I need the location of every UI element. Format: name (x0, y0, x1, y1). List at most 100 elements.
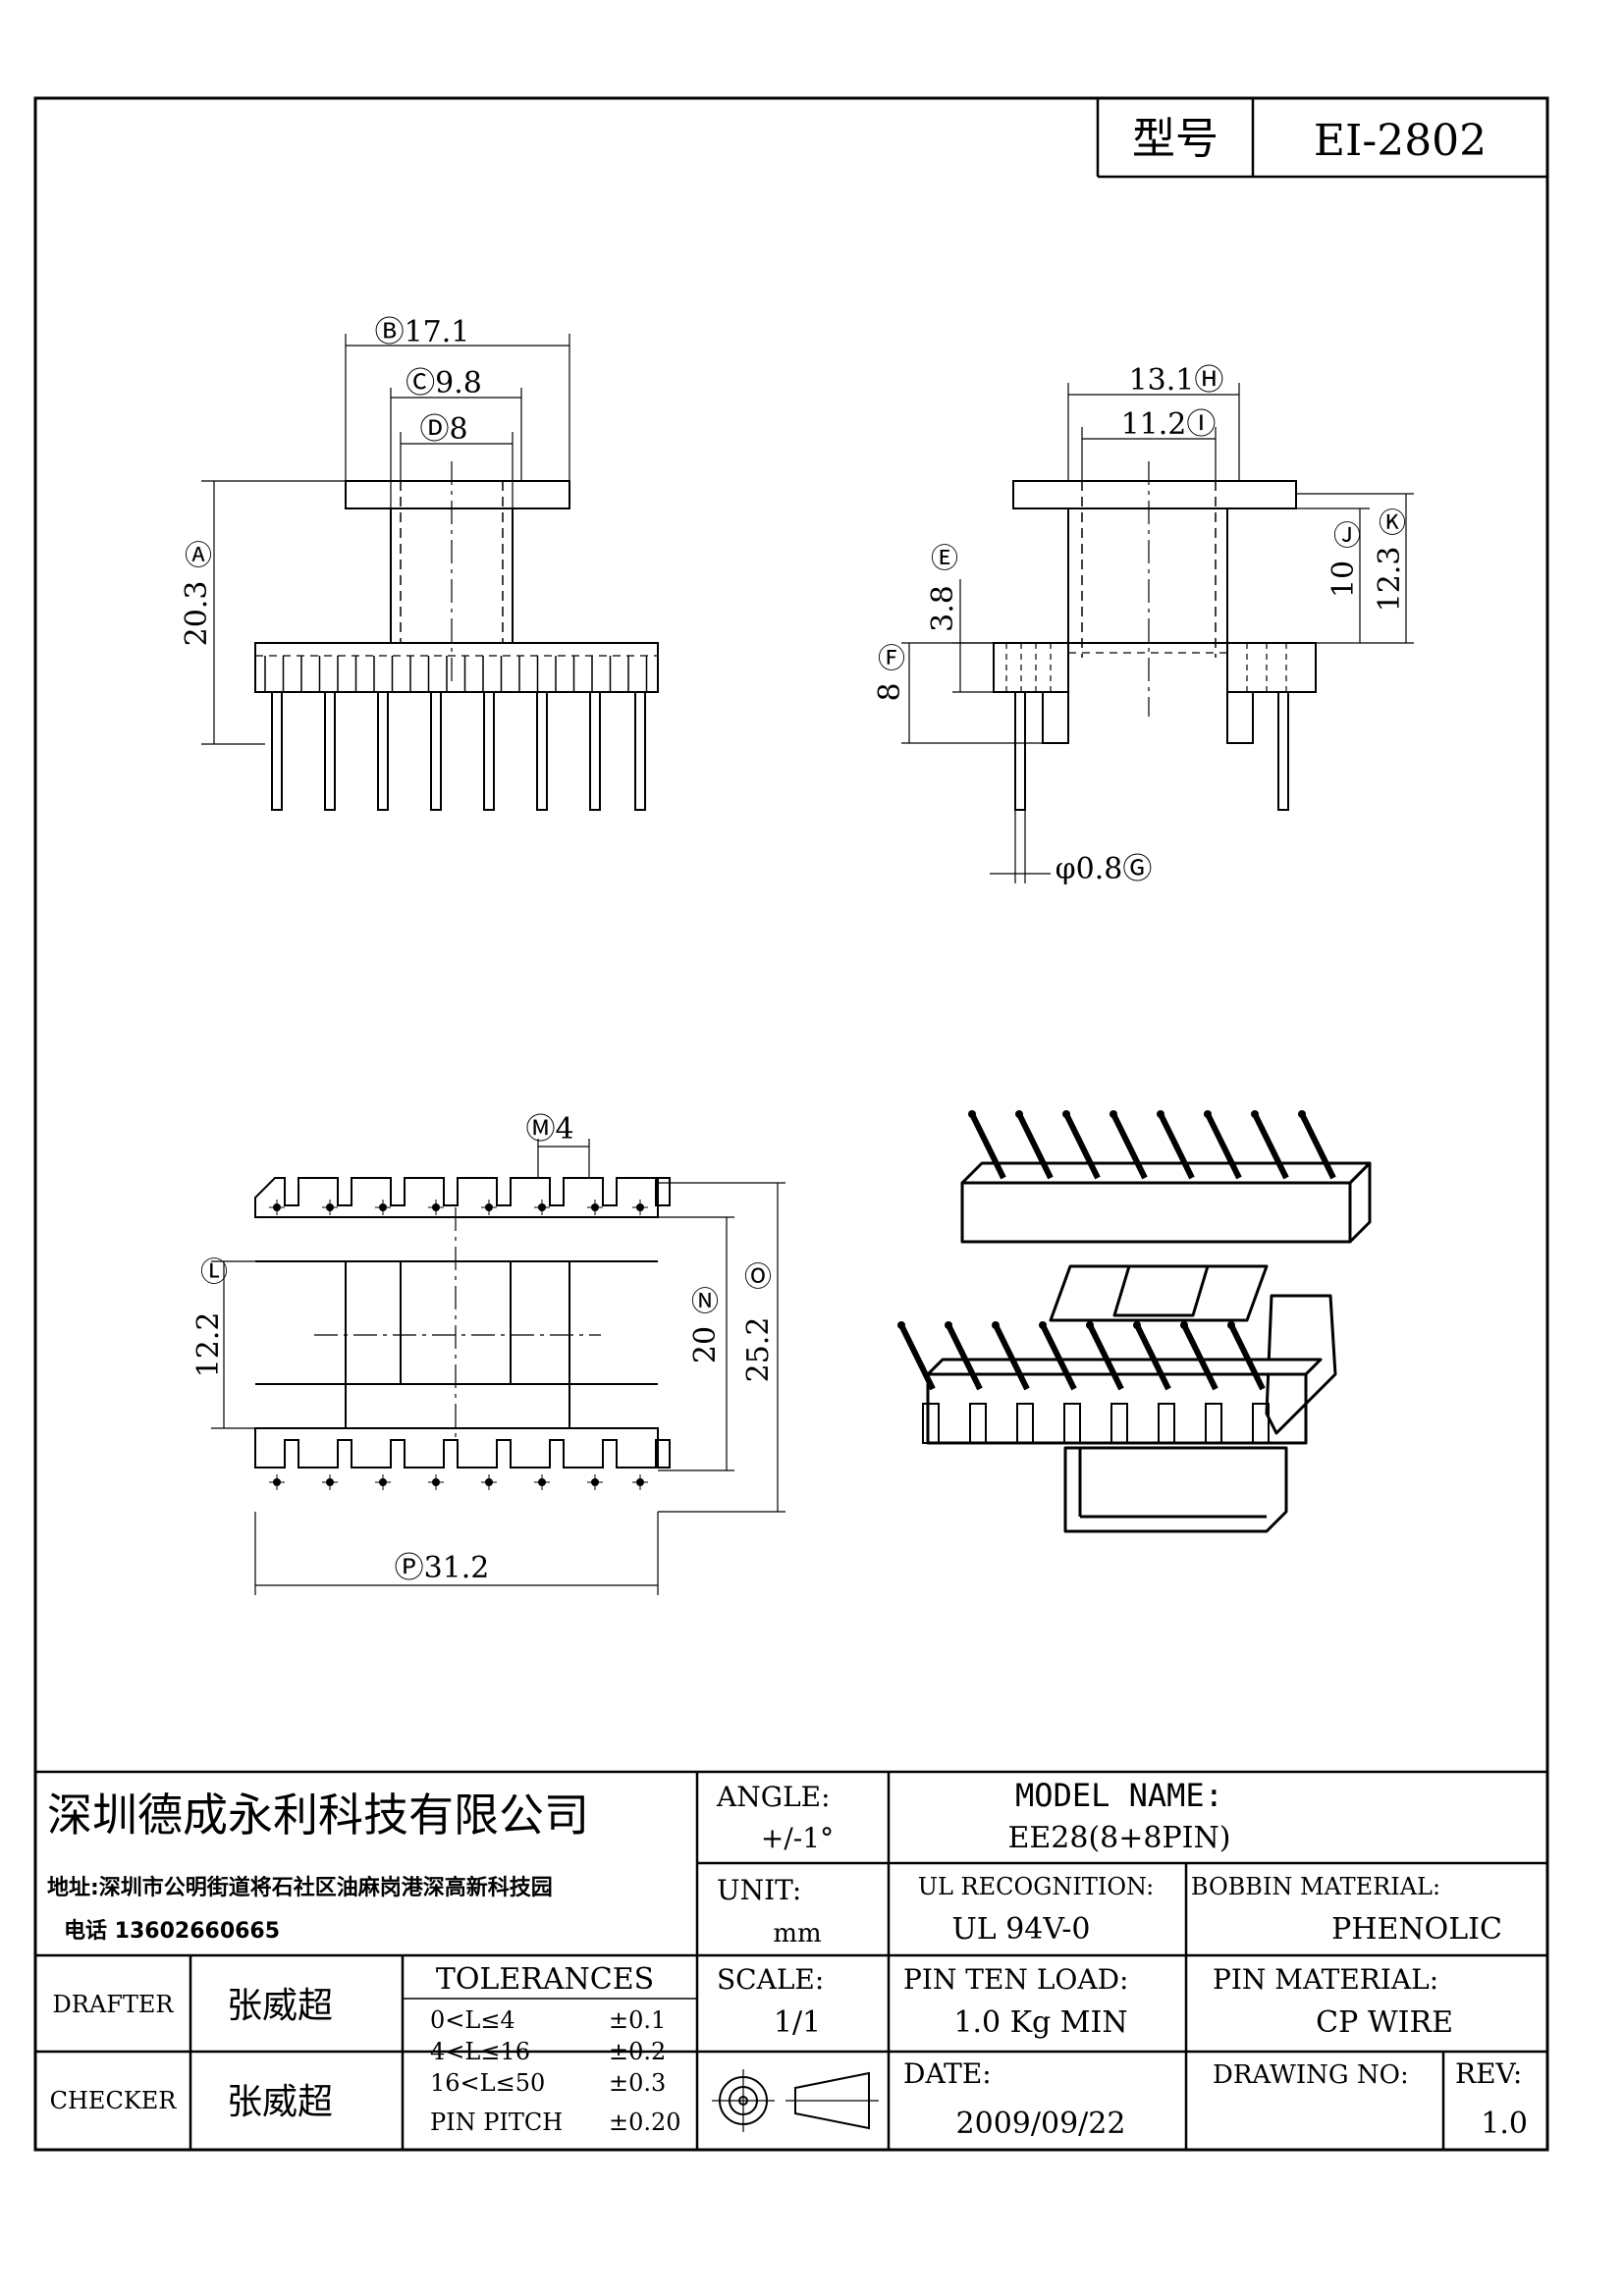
dim-m: Ⓜ4 (525, 1112, 573, 1147)
tolerance-value-1: ±0.1 (609, 2006, 666, 2034)
iso-pin-socket (922, 1403, 940, 1444)
checker-label: CHECKER (50, 2087, 178, 2114)
dim-h: 13.1Ⓗ (1129, 363, 1224, 398)
tolerance-range-4: PIN PITCH (430, 2109, 563, 2136)
iso-bottom-pin-tip (897, 1321, 905, 1329)
iso-top-pin-tip (1015, 1110, 1023, 1118)
iso-pin-socket (1252, 1403, 1270, 1444)
front-view-pins (271, 691, 646, 811)
iso-top-pin-tip (1062, 1110, 1070, 1118)
rev-value: 1.0 (1481, 2107, 1528, 2141)
iso-pin-socket (1110, 1403, 1128, 1444)
pin (271, 691, 283, 811)
dim-k-mark: Ⓚ (1379, 507, 1406, 539)
dim-g: φ0.8Ⓖ (1056, 852, 1153, 886)
dim-k: 12.3 (1373, 547, 1407, 613)
isometric-view (926, 1161, 1372, 1533)
iso-top-pin-tip (1110, 1110, 1117, 1118)
dim-l: 12.2 (191, 1312, 226, 1378)
pin (536, 691, 548, 811)
company-address: 地址:深圳市公明街道将石社区油麻岗港深高新科技园 (47, 1875, 553, 1900)
title-block (35, 1770, 1547, 2150)
iso-bottom-pin-tip (1180, 1321, 1188, 1329)
iso-pin-socket (969, 1403, 987, 1444)
ul-value: UL 94V-0 (951, 1912, 1090, 1947)
model-value: EI-2802 (1314, 116, 1487, 166)
iso-bottom-pin (1087, 1323, 1124, 1391)
tolerance-range-3: 16<L≤50 (430, 2069, 545, 2097)
iso-top-pin (969, 1112, 1006, 1180)
iso-pin-socket (1205, 1403, 1222, 1444)
iso-bottom-pin-tip (1227, 1321, 1235, 1329)
pin (430, 691, 442, 811)
iso-top-pin (1110, 1112, 1148, 1180)
iso-bottom-pin (1040, 1323, 1077, 1391)
scale-value: 1/1 (774, 2005, 821, 2040)
iso-bottom-pin (1228, 1323, 1266, 1391)
drafter-name: 张威超 (227, 1986, 333, 2026)
drawing-border (33, 96, 1549, 2152)
pin-holes (269, 1200, 648, 1490)
angle-value: +/-1° (761, 1822, 834, 1854)
iso-top-pin (1158, 1112, 1195, 1180)
tolerances-label: TOLERANCES (436, 1962, 654, 1997)
iso-bottom-pin (1181, 1323, 1218, 1391)
dim-b: Ⓑ17.1 (375, 315, 470, 349)
iso-top-pin-tip (968, 1110, 976, 1118)
company-phone: 电话 13602660665 (64, 1919, 280, 1944)
pin-material-value: CP WIRE (1316, 2005, 1453, 2040)
iso-bottom-pin (993, 1323, 1030, 1391)
unit-value: mm (773, 1919, 821, 1949)
dim-a: 20.3 (180, 581, 214, 647)
drawing-no-label: DRAWING NO: (1213, 2060, 1409, 2090)
isometric-pins (897, 1110, 1336, 1444)
model-name-label: MODEL NAME: (1015, 1777, 1223, 1814)
dim-j-mark: Ⓙ (1333, 519, 1361, 552)
bottom-view (211, 1139, 785, 1595)
angle-label: ANGLE: (716, 1781, 831, 1813)
dim-c: Ⓒ9.8 (406, 366, 482, 400)
tolerance-range-1: 0<L≤4 (430, 2006, 515, 2034)
dim-n: 20 (688, 1326, 723, 1363)
iso-pin-socket (1063, 1403, 1081, 1444)
title-block-text: 深圳德成永利科技有限公司 地址:深圳市公明街道将石社区油麻岗港深高新科技园 电话… (47, 1777, 1528, 2141)
dim-o: 25.2 (741, 1317, 776, 1383)
dim-n-mark: Ⓝ (691, 1285, 719, 1317)
iso-top-pin-tip (1251, 1110, 1259, 1118)
front-view (201, 334, 659, 745)
dim-f-mark: Ⓕ (878, 642, 905, 674)
iso-top-pin (1299, 1112, 1336, 1180)
dim-o-mark: Ⓞ (744, 1260, 772, 1293)
tolerance-value-4: ±0.20 (609, 2109, 681, 2136)
iso-bottom-pin (898, 1323, 936, 1391)
bobbin-material-value: PHENOLIC (1331, 1912, 1502, 1947)
iso-bottom-pin-tip (945, 1321, 952, 1329)
tolerance-range-2: 4<L≤16 (430, 2038, 530, 2065)
iso-bottom-pin-tip (992, 1321, 1000, 1329)
pin (634, 691, 646, 811)
iso-top-pin-tip (1204, 1110, 1212, 1118)
dim-e-mark: Ⓔ (931, 542, 958, 574)
iso-top-pin (1252, 1112, 1289, 1180)
projection-symbol (712, 2069, 879, 2132)
dim-e: 3.8 (926, 585, 960, 632)
rev-label: REV: (1455, 2057, 1522, 2090)
iso-top-pin-tip (1157, 1110, 1164, 1118)
company-name: 深圳德成永利科技有限公司 (47, 1789, 589, 1842)
ul-label: UL RECOGNITION: (918, 1873, 1154, 1900)
iso-bottom-pin-tip (1133, 1321, 1141, 1329)
dim-l-mark: Ⓛ (200, 1255, 228, 1288)
iso-bottom-pin-tip (1039, 1321, 1047, 1329)
dim-j: 10 (1326, 561, 1361, 598)
iso-top-pin (1205, 1112, 1242, 1180)
unit-label: UNIT: (717, 1874, 801, 1906)
iso-pin-socket (1158, 1403, 1175, 1444)
dim-i: 11.2Ⓘ (1121, 407, 1217, 442)
pin-ten-load-label: PIN TEN LOAD: (903, 1963, 1128, 1996)
tolerance-value-2: ±0.2 (609, 2038, 666, 2065)
iso-top-pin (1063, 1112, 1101, 1180)
pin (377, 691, 389, 811)
side-view (901, 383, 1414, 883)
iso-pin-socket (1016, 1403, 1034, 1444)
